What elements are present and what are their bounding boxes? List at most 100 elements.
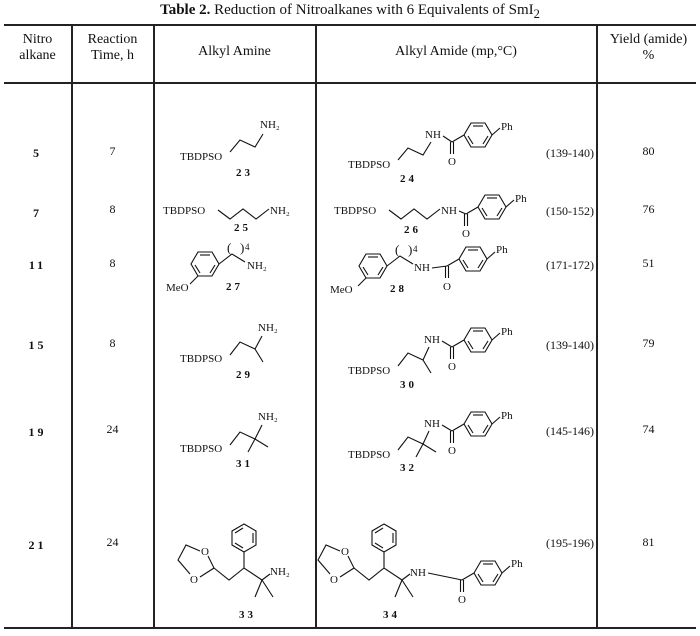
table-number: Table 2. [160, 2, 211, 18]
svg-text:O: O [448, 156, 456, 168]
structure-amine-25: TBDPSO NH₂ 25 [163, 205, 290, 234]
svg-text:25: 25 [234, 222, 251, 234]
svg-text:TBDPSO: TBDPSO [180, 353, 222, 365]
svg-text:4: 4 [245, 242, 250, 252]
svg-text:): ) [408, 242, 412, 257]
column-divider [71, 25, 73, 629]
reaction-time: 8 [109, 202, 116, 216]
melting-point: (139-140) [546, 146, 594, 160]
svg-text:31: 31 [236, 458, 253, 470]
column-divider [596, 25, 598, 629]
reaction-time: 7 [109, 144, 116, 158]
reaction-time: 24 [106, 535, 119, 549]
nitroalkane-number: 19 [28, 425, 47, 439]
svg-text:(: ( [395, 242, 399, 257]
melting-point: (195-196) [546, 536, 594, 550]
melting-point: (150-152) [546, 204, 594, 218]
melting-point: (145-146) [546, 424, 594, 438]
svg-text:28: 28 [390, 283, 407, 295]
top-rule [4, 24, 696, 26]
column-divider [153, 25, 155, 629]
svg-text:29: 29 [236, 369, 253, 381]
structure-amine-29: TBDPSO NH₂ 29 [180, 322, 278, 381]
svg-text:Ph: Ph [501, 121, 513, 133]
svg-text:TBDPSO: TBDPSO [180, 151, 222, 163]
svg-text:O: O [448, 361, 456, 373]
yield-value: 80 [642, 144, 655, 158]
svg-text:O: O [448, 445, 456, 457]
svg-text:26: 26 [404, 224, 421, 236]
svg-text:NH₂: NH₂ [247, 260, 267, 272]
svg-text:Ph: Ph [515, 193, 527, 205]
column-divider [315, 25, 317, 629]
reaction-time: 8 [109, 256, 116, 270]
header-alkyl-amide: Alkyl Amide (mp,°C) [395, 44, 517, 59]
svg-text:Ph: Ph [501, 326, 513, 338]
nitroalkane-number: 11 [28, 258, 47, 272]
reaction-time: 24 [106, 422, 119, 436]
yield-value: 79 [642, 336, 655, 350]
svg-text:NH₂: NH₂ [260, 119, 280, 131]
svg-text:O: O [462, 228, 470, 240]
svg-text:NH: NH [410, 567, 426, 579]
svg-text:NH: NH [414, 262, 430, 274]
svg-text:O: O [330, 574, 338, 586]
svg-text:24: 24 [400, 173, 417, 185]
svg-text:O: O [341, 546, 349, 558]
svg-text:TBDPSO: TBDPSO [348, 449, 390, 461]
svg-text:NH₂: NH₂ [270, 566, 290, 578]
svg-text:4: 4 [413, 244, 418, 254]
reaction-time: 8 [109, 336, 116, 350]
svg-text:Ph: Ph [511, 558, 523, 570]
header-rule [4, 82, 696, 84]
structure-amide-34: O O NH O Ph 34 [317, 523, 523, 621]
structure-amide-32: TBDPSO NH O Ph 32 [348, 410, 513, 474]
svg-text:NH: NH [425, 129, 441, 141]
svg-text:32: 32 [400, 462, 417, 474]
svg-text:NH₂: NH₂ [258, 322, 278, 334]
svg-text:O: O [443, 281, 451, 293]
svg-text:Ph: Ph [501, 410, 513, 422]
bottom-rule [4, 627, 696, 629]
header-alkyl-amine: Alkyl Amine [198, 44, 271, 59]
svg-text:27: 27 [226, 281, 243, 293]
svg-text:NH: NH [424, 334, 440, 346]
structure-amine-27: MeO ( ) 4 NH₂ 27 [166, 240, 267, 294]
nitroalkane-number: 5 [33, 146, 42, 160]
structure-amine-23: TBDPSO NH₂ 23 [180, 119, 280, 179]
svg-text:O: O [201, 546, 209, 558]
yield-value: 76 [642, 202, 655, 216]
caption-subscript: 2 [533, 7, 540, 21]
yield-value: 81 [642, 535, 655, 549]
svg-text:NH₂: NH₂ [258, 411, 278, 423]
svg-text:Ph: Ph [496, 244, 508, 256]
svg-text:TBDPSO: TBDPSO [348, 365, 390, 377]
svg-text:O: O [458, 594, 466, 606]
svg-text:NH: NH [424, 418, 440, 430]
header-yield: Yield (amide)% [609, 32, 688, 63]
svg-text:TBDPSO: TBDPSO [348, 159, 390, 171]
svg-text:): ) [240, 240, 244, 255]
svg-text:TBDPSO: TBDPSO [180, 443, 222, 455]
svg-text:MeO: MeO [330, 284, 353, 296]
svg-text:O: O [190, 574, 198, 586]
svg-text:34: 34 [383, 609, 400, 621]
melting-point: (171-172) [546, 258, 594, 272]
structure-amide-26: TBDPSO NH O Ph 26 [334, 193, 527, 240]
structure-amide-24: TBDPSO NH O Ph 24 [348, 121, 513, 185]
structure-amine-31: TBDPSO NH₂ 31 [180, 411, 278, 470]
svg-text:TBDPSO: TBDPSO [334, 205, 376, 217]
table-caption: Reduction of Nitroalkanes with 6 Equival… [214, 2, 534, 18]
svg-text:MeO: MeO [166, 282, 189, 294]
svg-text:TBDPSO: TBDPSO [163, 205, 205, 217]
structure-amide-30: TBDPSO NH O Ph 30 [348, 326, 513, 391]
svg-text:30: 30 [400, 379, 417, 391]
yield-value: 74 [642, 422, 655, 436]
svg-text:NH: NH [441, 205, 457, 217]
svg-text:23: 23 [236, 167, 253, 179]
svg-text:(: ( [227, 240, 231, 255]
structure-amide-28: MeO ( ) 4 NH O Ph 28 [330, 242, 508, 296]
svg-text:NH₂: NH₂ [270, 205, 290, 217]
